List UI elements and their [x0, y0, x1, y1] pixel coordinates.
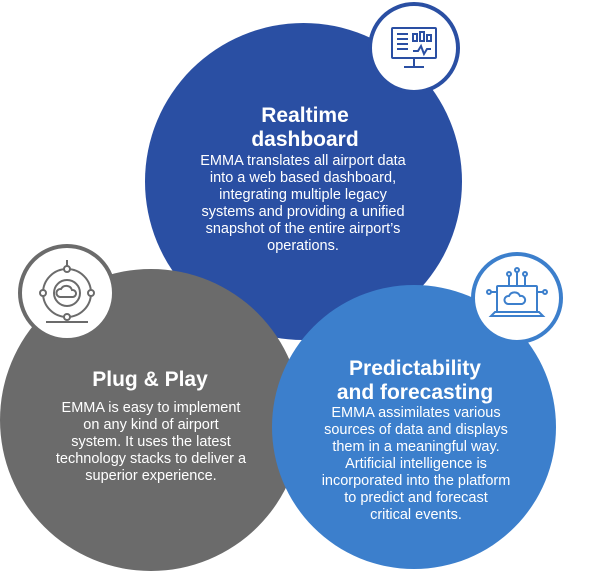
plug-play-description: EMMA is easy to implement on any kind of… — [55, 400, 247, 484]
dashboard-title: Realtime dashboard — [251, 104, 359, 152]
monitor-dashboard-icon — [368, 2, 460, 94]
forecasting-description: EMMA assimilates various sources of data… — [321, 405, 511, 523]
dashboard-description: EMMA translates all airport data into a … — [200, 153, 406, 254]
plug-play-title: Plug & Play — [92, 368, 208, 391]
laptop-cloud-icon — [471, 252, 563, 344]
forecasting-title: Predictability and forecasting — [336, 357, 494, 405]
cloud-network-icon — [18, 244, 116, 342]
